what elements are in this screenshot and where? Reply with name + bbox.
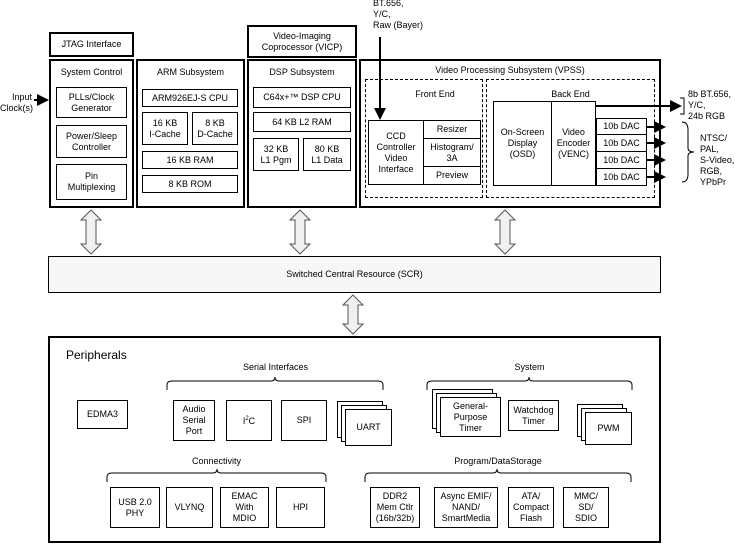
front-end-title: Front End <box>415 89 455 99</box>
arm-ram: 16 KB RAM <box>142 151 238 169</box>
spi: SPI <box>281 400 327 441</box>
dsp-scr-link <box>288 209 312 255</box>
async-emif: Async EMIF/ NAND/ SmartMedia <box>434 487 498 528</box>
mmc-sd-sdio: MMC/ SD/ SDIO <box>563 487 609 528</box>
peripherals-title: Peripherals <box>66 348 127 362</box>
arm-icache: 16 KB I-Cache <box>142 112 188 145</box>
venc: Video Encoder (VENC) <box>551 101 596 186</box>
pin-multiplexing: Pin Multiplexing <box>56 164 127 200</box>
system-title: System <box>514 362 545 372</box>
dac-2: 10b DAC <box>596 134 647 152</box>
analog-output-label: NTSC/ PAL, S-Video, RGB, YPbPr <box>700 133 735 187</box>
arm-dcache: 8 KB D-Cache <box>192 112 238 145</box>
general-purpose-timer: General- Purpose Timer <box>440 397 501 437</box>
dac-4: 10b DAC <box>596 168 647 186</box>
digital-brace <box>680 97 685 115</box>
dsp-subsystem-title: DSP Subsystem <box>269 67 335 77</box>
histogram-3a: Histogram/ 3A <box>423 138 481 167</box>
ata-compact-flash: ATA/ Compact Flash <box>508 487 554 528</box>
vpss-front-end <box>365 79 483 198</box>
switched-central-resource: Switched Central Resource (SCR) <box>48 256 661 293</box>
power-sleep-controller: Power/Sleep Controller <box>56 125 127 158</box>
pll-clock-generator: PLLs/Clock Generator <box>56 87 127 118</box>
arm-subsystem-title: ARM Subsystem <box>156 67 225 77</box>
ccd-controller: CCD Controller Video Interface <box>368 120 424 185</box>
arm-cpu: ARM926EJ-S CPU <box>142 89 238 107</box>
back-end-title: Back End <box>551 89 590 99</box>
serial-interfaces-title: Serial Interfaces <box>242 362 309 372</box>
dsp-subsystem <box>247 59 357 208</box>
resizer: Resizer <box>423 120 481 139</box>
pwm: PWM <box>585 412 632 445</box>
vicp-block: Video-Imaging Coprocessor (VICP) <box>247 25 357 58</box>
dsp-cpu: C64x+™ DSP CPU <box>253 87 351 108</box>
storage-title: Program/DataStorage <box>454 456 542 466</box>
system-control-title: System Control <box>60 67 123 77</box>
dac-3: 10b DAC <box>596 151 647 169</box>
ddr2-mem-ctlr: DDR2 Mem Ctlr (16b/32b) <box>370 487 420 528</box>
dac-1: 10b DAC <box>596 118 647 135</box>
vpss-input-label: BT.656, Y/C, Raw (Bayer) <box>373 0 424 30</box>
dsp-l2-ram: 64 KB L2 RAM <box>253 112 351 132</box>
system-scr-link <box>79 209 103 255</box>
dsp-l1-data: 80 KB L1 Data <box>303 138 351 171</box>
emac-mdio: EMAC With MDIO <box>220 487 269 528</box>
connectivity-title: Connectivity <box>191 456 242 466</box>
watchdog-timer: Watchdog Timer <box>508 400 559 431</box>
dsp-l1-pgm: 32 KB L1 Pgm <box>253 138 299 171</box>
peripherals-scr-link <box>341 294 365 335</box>
usb-phy: USB 2.0 PHY <box>110 487 160 528</box>
vpss-scr-link <box>493 209 517 255</box>
digital-output-label: 8b BT.656, Y/C, 24b RGB <box>688 89 732 121</box>
uart: UART <box>345 409 392 446</box>
analog-brace <box>681 121 695 183</box>
audio-serial-port: Audio Serial Port <box>173 400 215 441</box>
osd: On-Screen Display (OSD) <box>493 101 552 186</box>
arm-rom: 8 KB ROM <box>142 175 238 193</box>
hpi: HPI <box>276 487 325 528</box>
vpss-title: Video Processing Subsystem (VPSS) <box>435 65 585 75</box>
edma3: EDMA3 <box>77 400 128 429</box>
input-clock-label: Input Clock(s) <box>0 92 33 113</box>
vlynq: VLYNQ <box>166 487 213 528</box>
jtag-interface: JTAG Interface <box>49 32 134 57</box>
i2c: I2C <box>226 400 272 441</box>
preview: Preview <box>423 166 481 185</box>
